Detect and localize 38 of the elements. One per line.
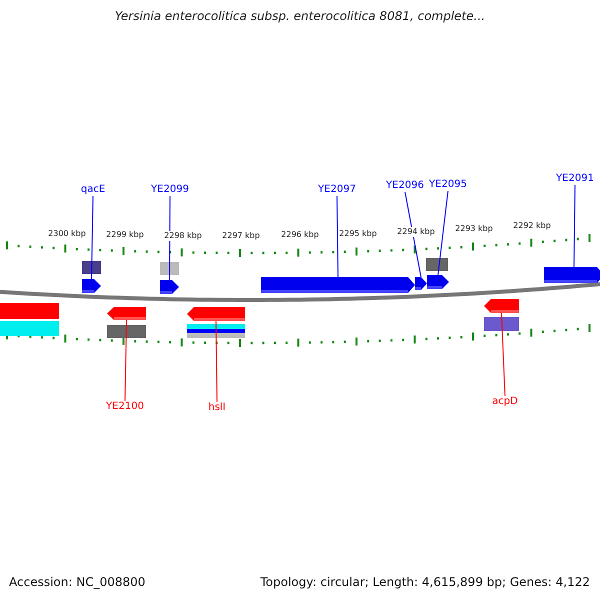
gene-feature [160,280,179,294]
gene-feature [427,275,449,289]
gene-label: qacE [80,184,106,196]
scale-label: 2295 kbp [338,229,378,239]
gene-label: hslI [208,402,226,414]
scale-label: 2292 kbp [512,221,552,231]
leader-line [574,184,576,268]
leader-line [404,192,422,278]
gene-label: YE2091 [556,173,594,185]
gene-feature [187,307,245,321]
genome-summary-text: Topology: circular; Length: 4,615,899 bp; Genes: 4,122 [260,575,590,589]
scale-label: 2296 kbp [280,230,320,240]
gene-feature [415,277,427,290]
gene-feature [82,279,101,293]
leader-line [124,320,127,402]
leader-line [336,196,338,278]
gene-feature [544,267,600,283]
leader-line [169,196,170,280]
gene-feature [107,307,146,320]
leader-line [438,190,448,276]
gene-feature [484,299,519,313]
leader-line [501,312,506,396]
gene-label: YE2100 [106,401,144,413]
gene-label: YE2096 [386,180,424,192]
scale-label: 2298 kbp [163,231,203,241]
scale-label: 2294 kbp [396,227,436,237]
scale-label: 2293 kbp [454,224,494,234]
scale-label: 2300 kbp [47,229,87,239]
gene-label: acpD [492,396,518,408]
leader-line [91,196,94,280]
scale-label: 2297 kbp [221,231,261,241]
leader-line [216,320,218,402]
gene-label: YE2095 [429,179,467,191]
gene-label: YE2099 [151,184,189,196]
gene-label: YE2097 [318,184,356,196]
title: Yersinia enterocolitica subsp. enterocolitica 8081, complete... [114,9,486,23]
scale-label: 2299 kbp [105,230,145,240]
accession-text: Accession: NC_008800 [9,575,146,589]
